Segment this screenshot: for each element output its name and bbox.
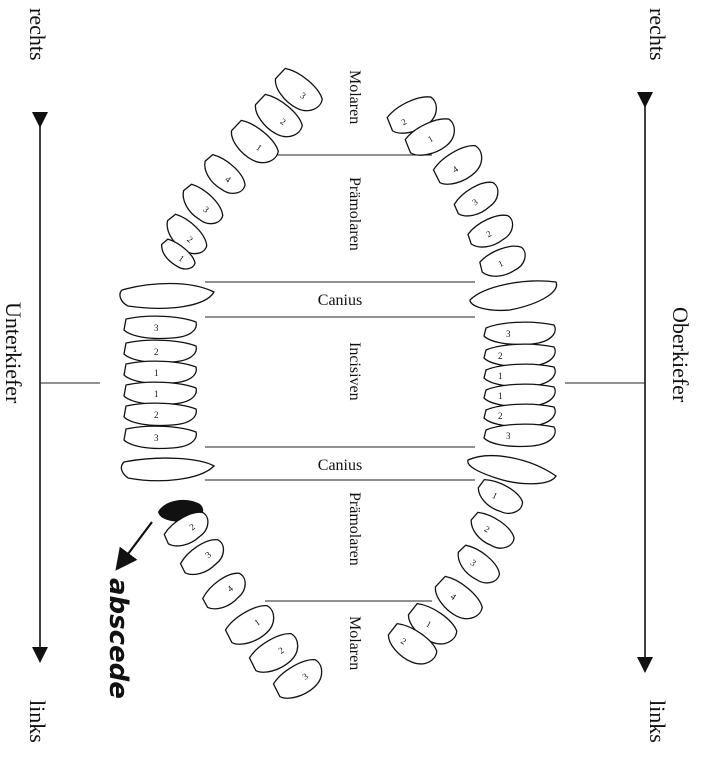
tooth: 1 [123,360,197,385]
svg-text:3: 3 [154,433,159,443]
tooth: 3 [182,183,224,225]
svg-text:3: 3 [298,90,308,101]
svg-text:1: 1 [177,253,186,264]
tooth [467,454,557,485]
svg-text:2: 2 [483,524,492,535]
tooth: 1 [230,119,279,164]
tooth: 1 [123,381,197,406]
tooth: 2 [483,403,556,428]
upper-jaw: 2 1 4 3 2 1 3 2 1 [386,96,558,665]
svg-text:2: 2 [276,645,285,656]
tooth: 1 [477,478,524,514]
svg-text:1: 1 [252,617,261,628]
tooth: 2 [387,622,438,665]
svg-text:4: 4 [451,164,461,175]
tooth: 3 [483,321,556,346]
tooth: 2 [467,214,514,248]
annotation-arrow [115,521,153,571]
svg-text:3: 3 [506,431,511,441]
tooth: 3 [179,539,225,576]
tooth: 2 [254,93,303,138]
annotation-abscede: abscede [103,578,133,699]
canius-top-label: Canius [318,292,362,309]
svg-text:4: 4 [225,583,235,594]
molaren-top-label: Molaren [346,70,363,124]
svg-text:2: 2 [154,410,159,420]
svg-text:1: 1 [424,619,433,630]
right-bottom-label: links [645,700,670,743]
tooth: 1 [483,363,556,388]
tooth: 3 [457,544,501,584]
svg-text:2: 2 [498,411,503,421]
tooth: 2 [248,633,299,673]
svg-text:1: 1 [498,391,503,401]
svg-text:2: 2 [498,351,503,361]
upper-jaw-label: Oberkiefer [668,307,693,403]
tooth: 4 [204,153,246,194]
tooth: 4 [201,572,246,610]
tooth: 4 [432,145,483,185]
svg-text:2: 2 [399,116,408,127]
lower-jaw-label: Unterkiefer [1,302,26,404]
molaren-bottom-label: Molaren [346,616,363,670]
svg-text:3: 3 [470,196,480,207]
svg-text:3: 3 [201,204,211,215]
svg-text:4: 4 [449,591,459,602]
svg-text:3: 3 [300,671,310,682]
tooth [469,280,558,312]
svg-text:2: 2 [278,116,287,127]
tooth: 1 [479,245,526,277]
tooth: 2 [123,339,197,364]
tooth: 2 [163,511,209,547]
svg-text:1: 1 [498,371,503,381]
svg-text:3: 3 [469,557,479,568]
canius-bottom-label: Canius [318,457,362,474]
left-bottom-label: links [25,700,50,743]
svg-text:1: 1 [154,389,159,399]
svg-text:1: 1 [426,133,435,144]
svg-text:4: 4 [223,174,233,185]
tooth: 3 [123,425,197,450]
tooth: 3 [483,423,556,448]
tooth: 1 [404,118,455,156]
svg-text:1: 1 [491,490,499,501]
svg-text:2: 2 [484,228,493,239]
praemolaren-top-label: Prämolaren [346,177,363,251]
svg-text:2: 2 [188,522,197,533]
tooth: 2 [470,511,515,549]
svg-text:1: 1 [254,142,263,153]
praemolaren-bottom-label: Prämolaren [346,492,363,566]
svg-text:1: 1 [154,368,159,378]
svg-text:3: 3 [154,323,159,333]
tooth: 1 [224,605,275,645]
tooth: 3 [123,315,197,340]
svg-text:3: 3 [203,549,213,560]
tooth: 1 [160,238,196,270]
svg-text:2: 2 [154,347,159,357]
lower-jaw: 3 2 1 4 3 2 1 3 2 [119,67,323,699]
svg-text:3: 3 [506,329,511,339]
svg-text:1: 1 [496,258,504,269]
tooth: 2 [386,96,437,134]
left-top-label: rechts [25,8,50,61]
tooth: 3 [453,181,499,217]
svg-text:2: 2 [399,636,408,647]
tooth: 4 [434,575,483,620]
tooth: 3 [274,67,323,112]
tooth: 2 [123,402,197,427]
tooth: 1 [483,383,556,408]
tooth [120,457,216,482]
right-top-label: rechts [645,8,670,61]
svg-text:2: 2 [185,234,195,245]
tooth: 2 [483,343,556,368]
tooth: 3 [272,659,323,699]
incisiven-label: Incisiven [346,342,363,401]
tooth [119,282,215,309]
